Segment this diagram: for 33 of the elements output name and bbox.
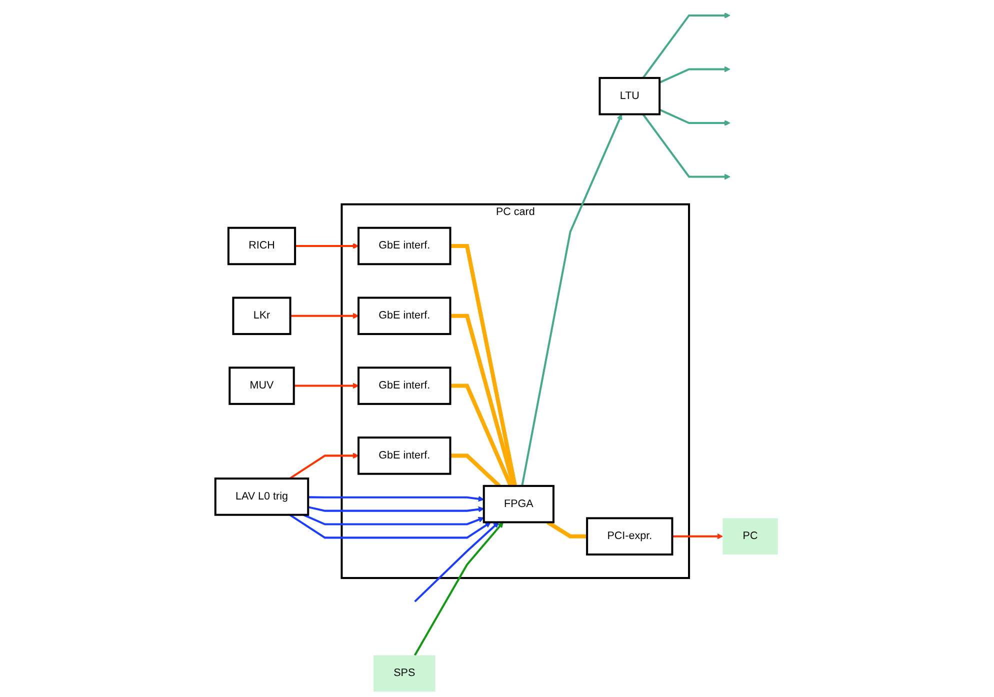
arrow (521, 114, 623, 486)
connector (546, 520, 588, 538)
node-box: MUV (228, 366, 296, 405)
connector (450, 244, 518, 486)
node-box: LTU (599, 76, 661, 116)
arrow (290, 312, 360, 319)
arrow (290, 514, 492, 539)
arrow (414, 522, 500, 602)
arrow (414, 522, 504, 656)
node-box: GbE interf. (358, 436, 452, 475)
node-box: RICH (228, 226, 296, 266)
connector (450, 314, 516, 486)
node-box: GbE interf. (358, 226, 452, 266)
node-box: GbE interf. (358, 296, 452, 336)
arrow (303, 514, 484, 526)
arrow (642, 114, 731, 180)
node-box: LKr (232, 296, 292, 336)
node-box: SPS (374, 655, 436, 692)
node-box: LAV L0 trig (214, 478, 310, 516)
node-box: PC (723, 518, 778, 554)
arrow (660, 108, 731, 126)
arrow (672, 533, 724, 540)
arrow (642, 12, 731, 79)
node-box: FPGA (483, 484, 555, 524)
connector (450, 384, 513, 487)
node-box: GbE interf. (358, 366, 452, 405)
arrow (295, 243, 360, 249)
arrow (308, 506, 484, 512)
arrow (660, 66, 731, 84)
arrow (308, 496, 484, 502)
arrow (290, 452, 360, 480)
node-box: PCI-expr. (586, 517, 674, 556)
arrow (294, 382, 360, 389)
